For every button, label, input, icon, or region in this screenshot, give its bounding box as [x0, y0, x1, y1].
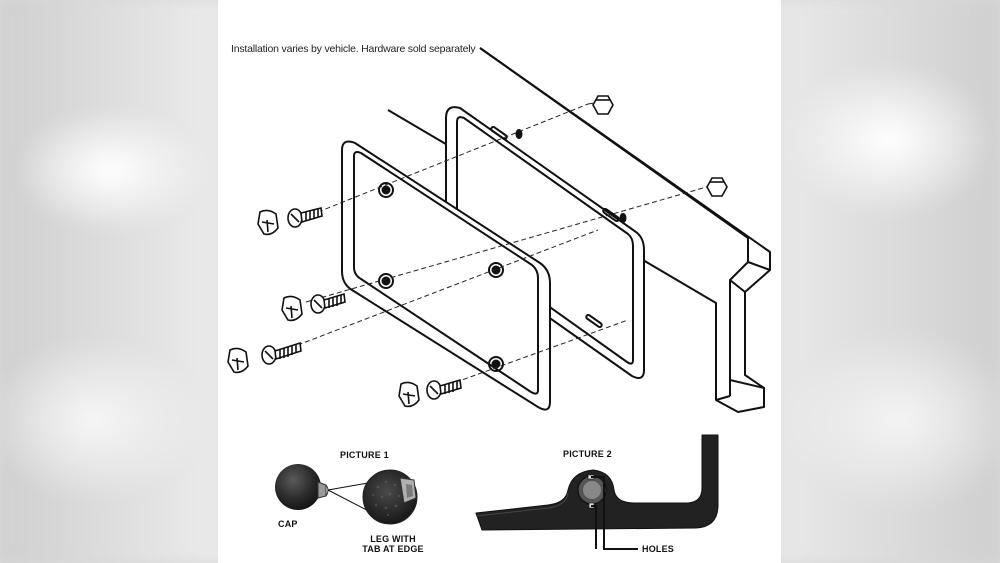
nut-icon	[592, 95, 728, 197]
cap-icon	[227, 209, 420, 408]
diagram-panel: Installation varies by vehicle. Hardware…	[218, 0, 781, 563]
installation-note: Installation varies by vehicle. Hardware…	[231, 43, 478, 55]
exploded-view-diagram	[227, 47, 771, 550]
leg-label: LEG WITH TAB AT EDGE	[358, 534, 428, 554]
front-frame	[341, 140, 551, 411]
holes-label: HOLES	[642, 544, 675, 554]
picture2-title: PICTURE 2	[563, 449, 612, 459]
cap-label: CAP	[278, 519, 298, 529]
picture1-title: PICTURE 1	[340, 450, 389, 460]
picture2-frame-detail	[475, 434, 719, 531]
picture1-cap-zoom	[362, 469, 418, 525]
leg-label-line2: TAB AT EDGE	[362, 544, 424, 554]
holes-pointer-lines	[591, 476, 638, 550]
screw-icon	[261, 207, 462, 400]
picture1-cap-small	[275, 464, 329, 510]
leg-label-line1: LEG WITH	[370, 534, 416, 544]
